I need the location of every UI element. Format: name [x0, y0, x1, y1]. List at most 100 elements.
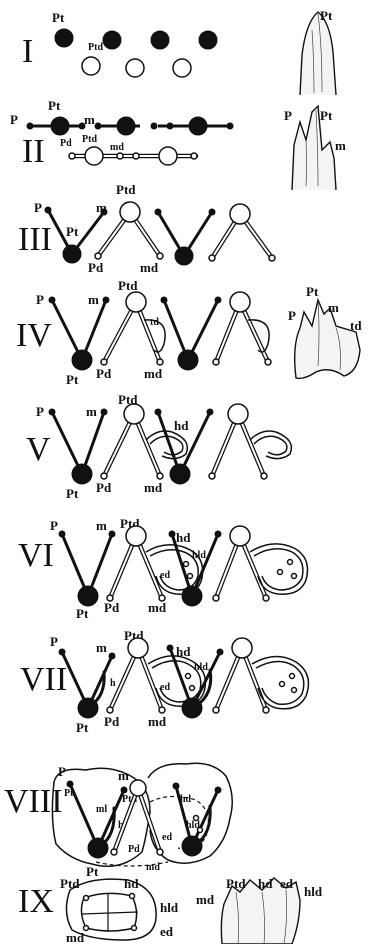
label-p: P: [36, 292, 44, 307]
label-hld: hld: [160, 900, 179, 915]
label-ptd: Ptd: [88, 42, 103, 53]
stage-4: IV P m Pt Ptd td Pd md Pt P m t: [16, 278, 362, 387]
label-m: m: [88, 292, 99, 307]
stage-label-4: IV: [16, 317, 52, 354]
label-hld-tooth: hld: [304, 884, 323, 899]
label-pt: Pt: [76, 720, 89, 735]
label-p: P: [50, 518, 58, 533]
stage-3: III P m Pt Ptd Pd md: [18, 182, 276, 275]
label-ml: ml: [96, 804, 107, 815]
upper-cusp-pt-3: [188, 116, 208, 136]
label-pd: Pd: [96, 480, 112, 495]
label-md: md: [148, 714, 167, 729]
label-ptd: Ptd: [118, 278, 138, 293]
lower-cusp-ptd-1: [84, 146, 104, 166]
label-md: md: [140, 260, 159, 275]
label-ptd: Ptd: [118, 392, 138, 407]
label-p: P: [10, 112, 18, 127]
label-pd: Pd: [88, 260, 104, 275]
label-ed: ed: [160, 924, 174, 939]
label-m: m: [96, 640, 107, 655]
stage-label-1: I: [22, 33, 33, 70]
stage-label-9: IX: [18, 883, 54, 920]
label-pd: Pd: [96, 366, 112, 381]
label-p: P: [36, 404, 44, 419]
label-hd-tooth: hd: [258, 876, 273, 891]
label-hld: hld: [194, 662, 208, 673]
stage-label-3: III: [18, 221, 52, 258]
label-td: td: [150, 317, 159, 328]
label-pt: Pt: [66, 372, 79, 387]
label-ed: ed: [160, 570, 170, 581]
label-pt: Pt: [66, 224, 79, 239]
label-ed: ed: [160, 682, 170, 693]
label-m: m: [84, 112, 95, 127]
label-pt: Pt: [76, 606, 89, 621]
upper-tooth-outline-2: [147, 762, 233, 864]
lower-cusp-3: [172, 58, 192, 78]
label-ptd: Ptd: [122, 794, 137, 805]
label-md: md: [148, 600, 167, 615]
label-pt-tooth: Pt: [320, 108, 333, 123]
label-p-tooth: P: [288, 308, 296, 323]
stage-label-7: VII: [20, 661, 67, 698]
lower-cusp-2: [125, 58, 145, 78]
stage-5: V P m Pt Ptd hd Pd md: [26, 392, 293, 501]
label-hld: hld: [192, 550, 206, 561]
label-ptd-tooth: Ptd: [226, 876, 246, 891]
label-md-tooth: md: [196, 892, 215, 907]
upper-cusp-3: [150, 30, 170, 50]
stage-label-6: VI: [18, 537, 54, 574]
label-m: m: [96, 518, 107, 533]
stage-label-5: V: [26, 431, 51, 468]
molar-tooth-drawing: [220, 877, 301, 944]
upper-tooth-outline-1: [51, 767, 151, 867]
label-p: P: [50, 634, 58, 649]
label-pt: Pt: [52, 10, 65, 25]
label-pd: Pd: [128, 844, 140, 855]
label-pt-tooth: Pt: [306, 284, 319, 299]
label-h: h: [118, 820, 124, 831]
label-m: m: [86, 404, 97, 419]
label-md: md: [144, 480, 163, 495]
label-p: P: [34, 200, 42, 215]
label-td-tooth: td: [350, 318, 362, 333]
upper-cusp-4: [198, 30, 218, 50]
label-ed-tooth: ed: [280, 876, 294, 891]
label-m: m: [118, 768, 129, 783]
label-pt: Pt: [66, 486, 79, 501]
tuberculosectorial-tooth-drawing: [293, 297, 361, 380]
label-ed: ed: [162, 832, 172, 843]
label-hd: hd: [180, 794, 192, 805]
label-pt-bottom: Pt: [86, 864, 99, 879]
stage-2: II P Pt m Pd Ptd md P Pt m: [10, 98, 346, 191]
label-hd: hd: [176, 644, 191, 659]
stage-6: VI P m Pt Ptd hd hld ed Pd md: [18, 516, 309, 621]
label-pd: Pd: [104, 600, 120, 615]
label-hd: hd: [176, 530, 191, 545]
label-hd: hd: [174, 418, 189, 433]
label-hld: hld: [186, 820, 200, 831]
label-ptd: Ptd: [82, 134, 97, 145]
upper-cusp-pt-2: [116, 116, 136, 136]
triconodont-tooth-drawing: [291, 104, 337, 191]
stage-9: IX Ptd hd hld ed md md Ptd hd ed hld: [18, 876, 323, 944]
label-md: md: [110, 142, 124, 153]
label-m: m: [96, 200, 107, 215]
label-pt-tooth: Pt: [320, 8, 333, 23]
stage-1: I Pt Ptd Pt: [22, 8, 337, 96]
stage-7: VII P m h Pt Ptd hd hld ed Pd md: [20, 628, 310, 735]
label-md: md: [144, 366, 163, 381]
label-pt: Pt: [64, 788, 74, 799]
cone-tooth-drawing: [299, 11, 337, 96]
lower-cusp-ptd-2: [158, 146, 178, 166]
stage-8: VIII P m Pt ml Ptd h Pd hd hld ed md Pt: [4, 762, 233, 879]
label-p-tooth: P: [284, 108, 292, 123]
label-pd: Pd: [104, 714, 120, 729]
label-m-tooth: m: [335, 138, 346, 153]
label-h: h: [110, 678, 116, 689]
upper-cusp-2: [102, 30, 122, 50]
label-md: md: [146, 862, 160, 873]
stage-label-2: II: [22, 133, 45, 170]
label-ptd: Ptd: [116, 182, 136, 197]
